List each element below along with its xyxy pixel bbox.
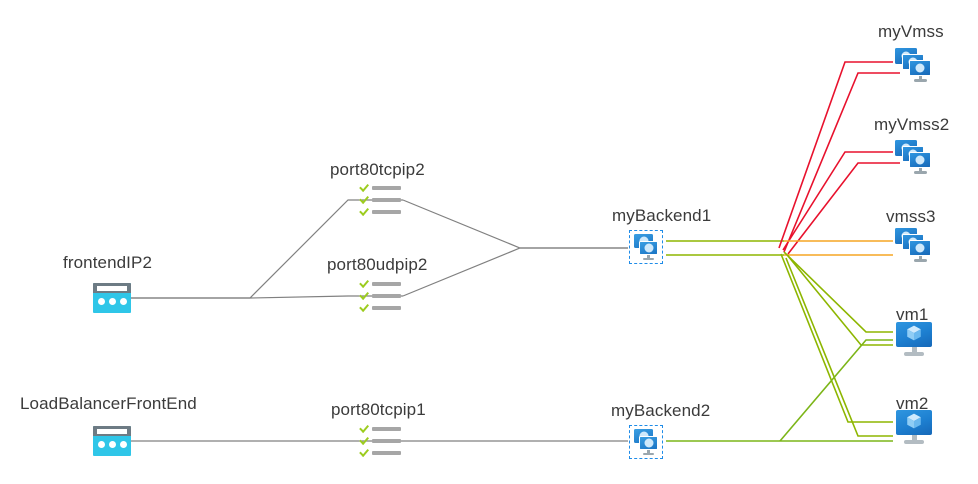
node-LoadBalancerFrontEnd[interactable] [93,426,131,456]
edge-myBackend1-vm2-a [780,253,893,423]
node-label-frontendIP2: frontendIP2 [63,253,152,272]
vmss-icon [895,228,937,264]
node-vm1[interactable] [894,322,934,358]
edge-myBackend1-myVmss-b [783,72,900,253]
vm-icon [894,410,934,446]
node-label-vmss3: vmss3 [886,207,936,226]
edge-myBackend1-myVmss-a [778,61,893,249]
edge-myBackend2-vm1 [779,339,893,442]
vmss-icon [895,140,937,176]
lb-rule-icon [359,184,403,216]
node-label-myBackend2: myBackend2 [611,401,711,420]
check-icon [359,292,370,301]
check-icon [359,425,370,434]
check-icon [359,449,370,458]
cube-glyph [907,325,921,340]
node-label-vm1: vm1 [896,305,929,324]
frontend-ip-icon [93,426,131,456]
node-vm2[interactable] [894,410,934,446]
node-myBackend2[interactable] [629,425,663,459]
node-label-vm2: vm2 [896,394,929,413]
node-vmss3[interactable] [895,228,937,264]
edge-myBackend1-vm2-b [785,257,893,437]
selection-outline [629,230,663,264]
check-icon [359,437,370,446]
frontend-ip-icon [93,283,131,313]
node-label-port80udpip2: port80udpip2 [327,255,428,274]
vmss-icon [895,48,937,84]
node-myVmss[interactable] [895,48,937,84]
node-label-myBackend1: myBackend1 [612,206,712,225]
edge-port80tcpip2-myBackend1 [402,199,628,249]
node-label-myVmss2: myVmss2 [874,115,950,134]
check-icon [359,304,370,313]
node-label-myVmss: myVmss [878,22,944,41]
node-port80tcpip1[interactable] [359,425,403,457]
selection-outline [629,425,663,459]
edge-port80udpip2-myBackend1 [402,247,628,297]
edge-myBackend1-vm1-a [783,251,893,333]
lb-rule-icon [359,280,403,312]
edge-myBackend1-myVmss2-a [782,151,893,251]
check-icon [359,280,370,289]
check-icon [359,184,370,193]
vm-icon [894,322,934,358]
node-frontendIP2[interactable] [93,283,131,313]
node-label-port80tcpip1: port80tcpip1 [331,400,426,419]
lb-rule-icon [359,425,403,457]
node-myVmss2[interactable] [895,140,937,176]
edge-myBackend1-myVmss2-b [787,162,900,255]
check-icon [359,208,370,217]
cube-glyph [907,413,921,428]
node-myBackend1[interactable] [629,230,663,264]
node-port80udpip2[interactable] [359,280,403,312]
node-label-port80tcpip2: port80tcpip2 [330,160,425,179]
check-icon [359,196,370,205]
node-port80tcpip2[interactable] [359,184,403,216]
node-label-LoadBalancerFrontEnd: LoadBalancerFrontEnd [20,394,197,413]
